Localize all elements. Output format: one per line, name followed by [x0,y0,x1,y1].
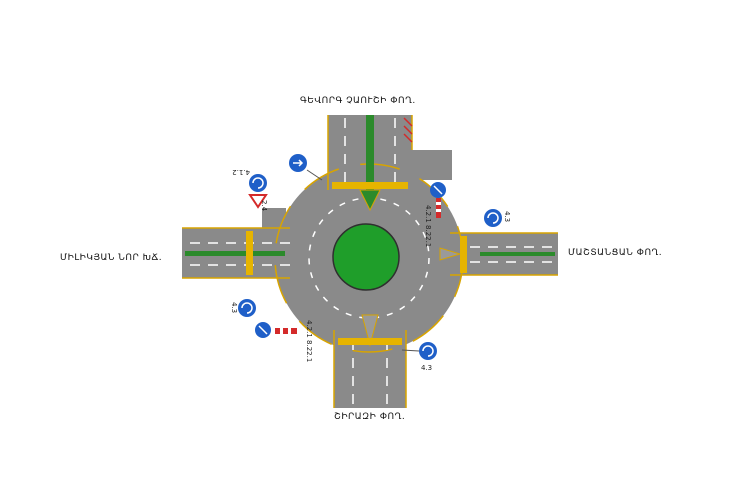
street-label-east: ՄԱՇՏԱՆՑԱՆ ՓՈՂ. [568,248,663,258]
street-label-south: ՇԻՐԱԶԻ ՓՈՂ. [334,412,406,422]
sign-group-ne: 4.2.1 8.22.1 4.3 [424,182,511,247]
sign-group-nw: 4.1.2 2.4 [232,168,268,212]
sign-post-south [401,349,420,352]
north-median [366,115,374,190]
yield-sign-icon [248,194,268,209]
sign-code-sw-upper: 4.3 [230,302,238,313]
barrier-post-ne [436,198,441,218]
central-island [332,223,400,291]
sign-code-sw-lower: 4.2.1 8.22.1 [305,320,313,362]
sign-code-nw-lower: 2.4 [260,200,268,212]
east-splitter-island [439,247,462,261]
roundabout-sign-icon [249,174,267,192]
roundabout-sign-icon-west [238,299,256,317]
sign-post-north [306,169,323,181]
north-road-widening [412,150,452,180]
street-label-west: ՄԻԼԻԿՅԱՆ ՆՈՐ ԽՃ. [60,253,163,263]
barrier-post-sw [275,328,297,334]
east-median [480,252,555,256]
sign-code-ne-right: 4.3 [503,211,511,222]
west-road-notch [262,208,286,230]
sign-code-ne-left: 4.2.1 8.22.1 [424,205,432,247]
barrier-marks-north [403,117,413,143]
roundabout-sign-icon-south [419,342,437,360]
sign-code-se: 4.3 [421,364,432,372]
pedestrian-crossings [246,182,467,345]
south-splitter-island [361,314,379,347]
lane-markings [190,118,555,405]
sign-code-nw-upper: 4.1.2 [232,168,250,176]
sign-group-sw: 4.3 4.2.1 8.22.1 [230,299,313,362]
road-edge-lines [182,115,558,408]
roundabout-sign-icon-east [484,209,502,227]
street-label-north: ԳԵՎՈՐԳ ՉԱՈՒՇԻ ՓՈՂ. [300,96,416,106]
west-median [185,251,285,256]
north-splitter-island [359,189,381,212]
